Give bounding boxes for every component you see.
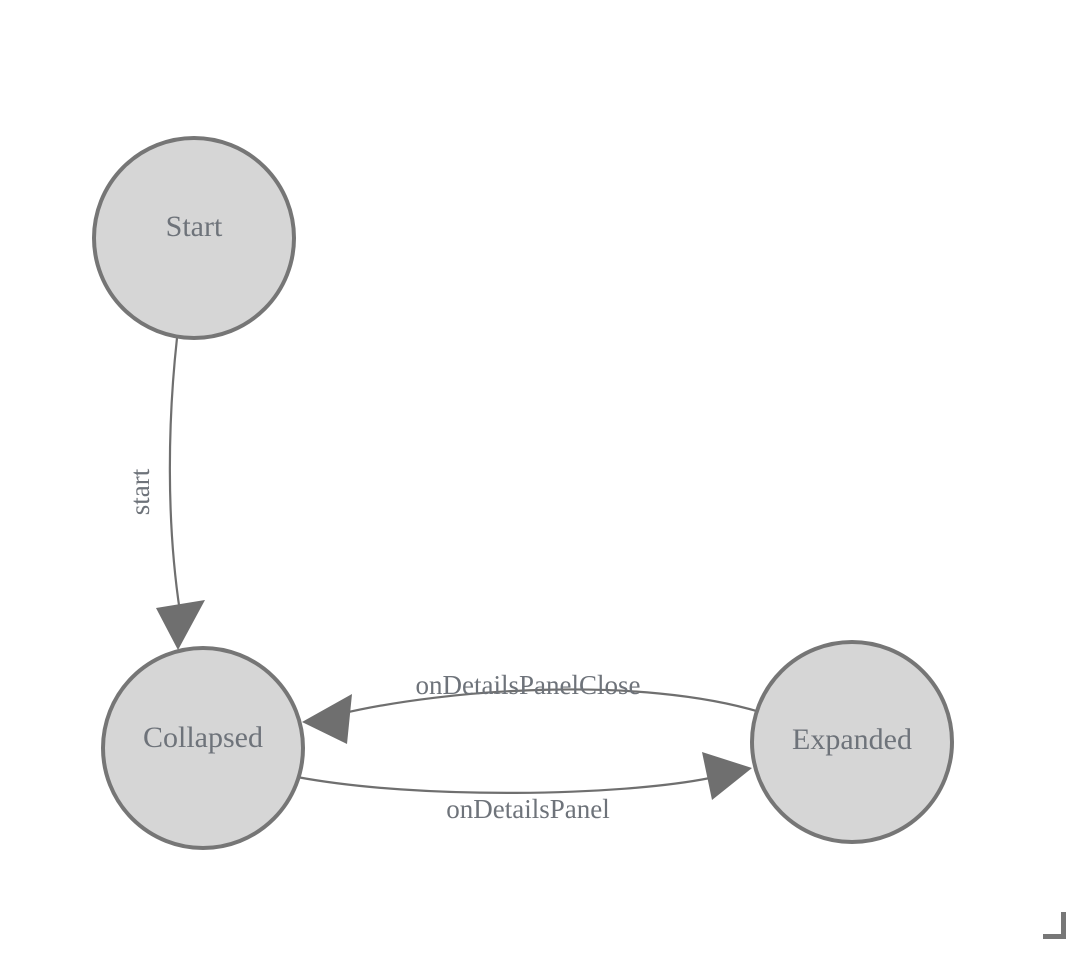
edge-path-expanded-to-collapsed [339,688,761,716]
corner-mark-vertical [1061,912,1066,939]
edge-label-on-details-panel-close: onDetailsPanelClose [416,670,641,700]
node-expanded-circle[interactable] [750,640,954,844]
corner-mark-horizontal [1043,934,1066,939]
edge-label-on-details-panel: onDetailsPanel [446,794,609,824]
edge-collapsed-to-expanded[interactable]: onDetailsPanel [296,752,752,824]
node-collapsed[interactable]: Collapsed [101,646,305,850]
arrowhead-into-collapsed-from-expanded [302,694,352,744]
edge-expanded-to-collapsed[interactable]: onDetailsPanelClose [302,670,761,744]
arrowhead-into-collapsed-from-start [156,600,205,650]
node-start[interactable]: Start [92,136,296,340]
node-start-label: Start [166,210,223,243]
node-collapsed-circle[interactable] [101,646,305,850]
edge-start-to-collapsed[interactable]: start [125,337,205,650]
node-start-circle[interactable] [92,136,296,340]
edge-label-start: start [125,468,155,515]
arrowhead-into-expanded-from-collapsed [702,752,752,800]
node-expanded-label: Expanded [792,723,912,756]
viewport-corner-mark [1043,912,1066,939]
node-collapsed-label: Collapsed [143,721,263,754]
edge-path-collapsed-to-expanded [296,775,711,794]
edge-path-start-to-collapsed [168,337,182,613]
node-expanded[interactable]: Expanded [750,640,954,844]
